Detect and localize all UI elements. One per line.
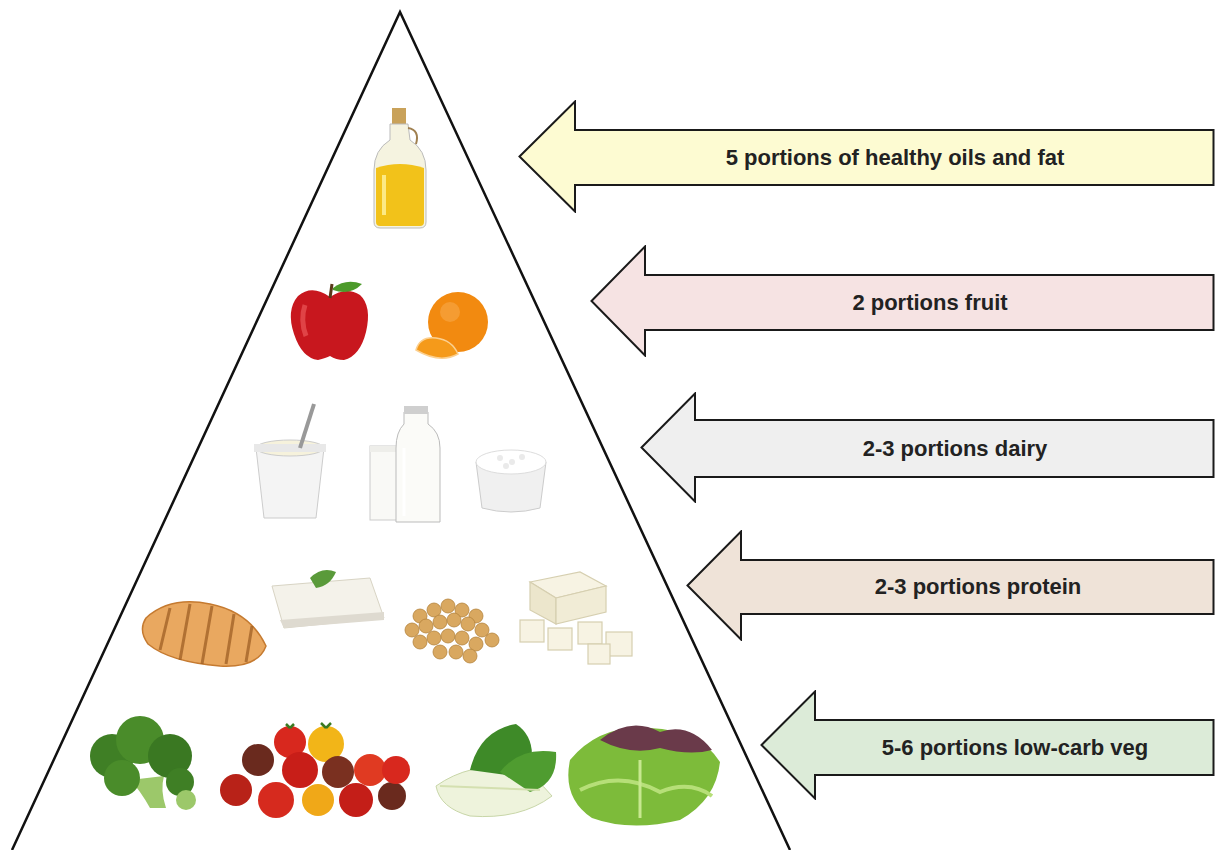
fish-fillet (272, 570, 384, 628)
portion-arrow: 5 portions of healthy oils and fat (518, 100, 1215, 213)
arrow-text-area: 2-3 portions protein (741, 560, 1215, 614)
portion-label: 2-3 portions protein (875, 574, 1082, 600)
milk-glass-and-bottle (370, 406, 440, 522)
portion-arrow: 5-6 portions low-carb veg (760, 690, 1215, 800)
portion-label: 2-3 portions dairy (863, 436, 1048, 462)
cottage-cheese-bowl (476, 450, 546, 512)
grilled-chicken (142, 602, 266, 666)
arrow-outline (592, 247, 1214, 356)
broccoli (90, 716, 196, 810)
portion-label: 5-6 portions low-carb veg (882, 735, 1149, 761)
arrow-outline (762, 692, 1214, 799)
arrow-text-area: 5-6 portions low-carb veg (815, 720, 1215, 775)
tofu-cubes (520, 572, 632, 664)
portion-arrow: 2-3 portions dairy (640, 392, 1215, 503)
portion-label: 5 portions of healthy oils and fat (726, 145, 1065, 171)
chickpeas (405, 599, 499, 663)
yogurt-cup (254, 404, 326, 518)
portion-arrow: 2-3 portions protein (686, 530, 1215, 641)
tomatoes (220, 723, 410, 818)
arrow-text-area: 5 portions of healthy oils and fat (575, 130, 1215, 185)
arrow-outline (642, 394, 1214, 502)
arrow-text-area: 2 portions fruit (645, 275, 1215, 330)
portion-arrow: 2 portions fruit (590, 245, 1215, 357)
arrow-outline (520, 102, 1214, 212)
apple (291, 282, 368, 360)
orange (416, 292, 488, 358)
oil-bottle (374, 108, 426, 228)
arrow-outline (688, 532, 1214, 640)
arrow-text-area: 2-3 portions dairy (695, 420, 1215, 477)
bok-choy (436, 724, 556, 817)
portion-label: 2 portions fruit (852, 290, 1007, 316)
lettuce (568, 726, 720, 826)
